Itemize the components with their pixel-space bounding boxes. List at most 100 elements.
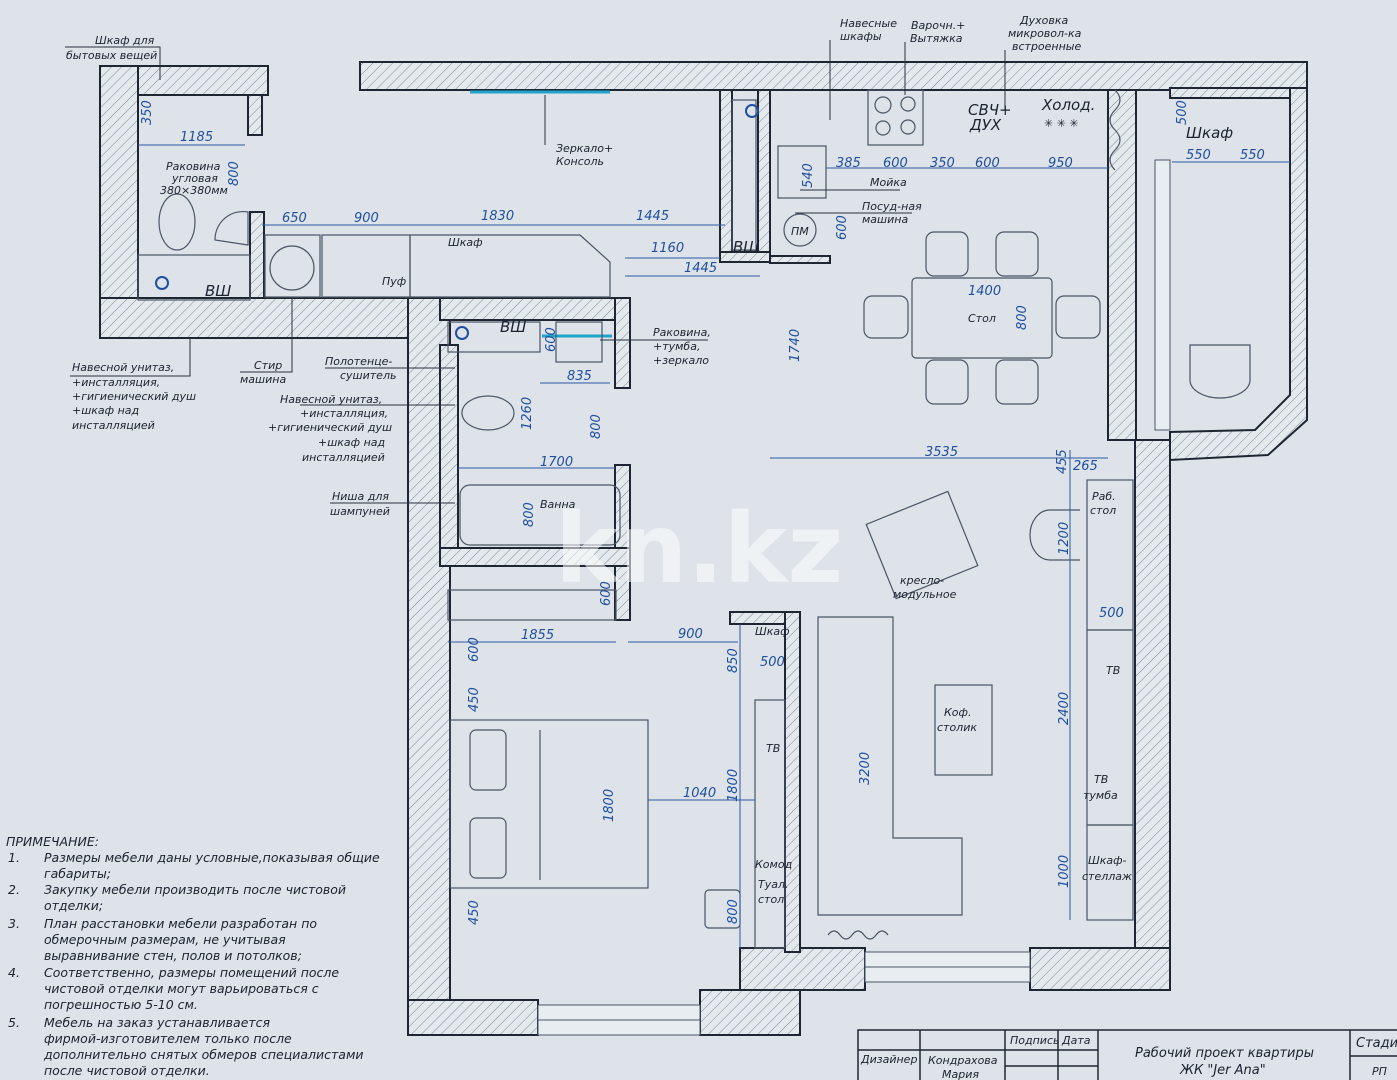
dimension: 1700: [540, 455, 573, 470]
note-line: План расстановки мебели разработан по: [44, 916, 317, 931]
windows: [537, 159, 1171, 1036]
label-tv-bedroom: ТВ: [766, 742, 780, 755]
label-niche: Ниша для: [332, 490, 389, 503]
drain-icon: [155, 276, 169, 290]
date-header: Дата: [1061, 1034, 1091, 1047]
label-wc2-3: +гигиенический душ: [268, 421, 392, 434]
armchair: [865, 490, 979, 600]
dimension: 800: [726, 899, 741, 924]
label-dishwasher-2: машина: [862, 213, 908, 226]
label-wc2-4: +шкаф над: [318, 436, 385, 449]
hob: [867, 89, 924, 146]
label-wc1-4: +шкаф над: [72, 404, 139, 417]
dimension: 350: [930, 156, 955, 171]
dimension: 600: [467, 637, 482, 662]
label-tv-living: ТВ: [1106, 664, 1120, 677]
project-title: Рабочий проект квартиры: [1135, 1046, 1314, 1061]
label-dishwasher-short: ПМ: [791, 225, 809, 238]
room-labels: Шкаф для бытовых вещей Раковина угловая …: [66, 14, 1233, 906]
label-niche-2: шампуней: [330, 505, 390, 518]
label-balcony-wardrobe: Шкаф: [1186, 124, 1233, 142]
sofa: [817, 616, 963, 916]
dimension: 1800: [726, 769, 741, 802]
note-line: фирмой-изготовителем только после: [44, 1031, 292, 1046]
dimension: 550: [1240, 148, 1265, 163]
dimension: 450: [467, 687, 482, 712]
note-line: чистовой отделки могут варьироваться с: [44, 981, 319, 996]
label-wc2: Навесной унитаз,: [280, 393, 382, 406]
label-wardrobe-household-2: бытовых вещей: [66, 49, 157, 62]
note-number: 2.: [8, 882, 20, 897]
furniture: [137, 89, 1251, 949]
label-coffee-table-2: столик: [937, 721, 977, 734]
dimension: 3200: [858, 752, 873, 785]
dining-table: [911, 277, 1053, 359]
bathtub: [459, 484, 621, 546]
dimension: 650: [282, 211, 307, 226]
label-mirror: Зеркало+: [556, 142, 613, 155]
dimension: 600: [599, 581, 614, 606]
label-bath-sink-3: +зеркало: [653, 354, 709, 367]
note-line: Соответственно, размеры помещений после: [44, 965, 339, 980]
dimension: 385: [836, 156, 861, 171]
label-wall-cabinets-2: шкафы: [840, 30, 882, 43]
note-number: 3.: [8, 916, 20, 931]
dimension: 350: [140, 100, 155, 125]
dimension: 1830: [481, 209, 514, 224]
dimension: 800: [522, 502, 537, 527]
label-vsh-bath: ВШ: [500, 318, 526, 336]
label-washer: Стир: [254, 359, 282, 372]
dimension: 1200: [1057, 522, 1072, 555]
label-dishwasher: Посуд-ная: [862, 200, 922, 213]
dimension: 500: [760, 655, 785, 670]
dimension: 835: [567, 369, 592, 384]
dimension: 1185: [180, 130, 213, 145]
label-hall-wardrobe: Шкаф: [448, 236, 483, 249]
note-line: габариты;: [44, 866, 111, 881]
dimension: 600: [544, 327, 559, 352]
label-bathtub: Ванна: [540, 498, 576, 511]
dimension: 1000: [1057, 855, 1072, 888]
dimension: 550: [1186, 148, 1211, 163]
label-coffee-table: Коф.: [944, 706, 971, 719]
label-oven: Духовка: [1019, 14, 1068, 27]
label-pouf: Пуф: [382, 275, 406, 288]
dimension: 1740: [788, 329, 803, 362]
label-shelf-2: стеллаж: [1082, 870, 1132, 883]
leader-lines: [65, 40, 1006, 504]
stage-value: РП: [1372, 1065, 1387, 1078]
dimension: 800: [1015, 305, 1030, 330]
designer-role: Дизайнер: [860, 1053, 917, 1066]
label-table: Стол: [968, 312, 996, 325]
label-towel-dryer-2: сушитель: [340, 369, 396, 382]
signature-header: Подпись: [1010, 1034, 1059, 1047]
dimension: 1855: [521, 628, 554, 643]
designer-name: Кондрахова: [928, 1054, 998, 1067]
label-vanity: Туал.: [758, 878, 789, 891]
label-microwave: СВЧ+: [968, 101, 1012, 119]
dimension: 455: [1055, 449, 1070, 474]
dimension: 800: [589, 414, 604, 439]
label-dresser: Комод: [755, 858, 792, 871]
project-subtitle: ЖК "Jer Ana": [1179, 1063, 1266, 1078]
label-tv-stand-2: тумба: [1083, 789, 1118, 802]
dimension: 1800: [602, 789, 617, 822]
dimension: 850: [726, 648, 741, 673]
notes: ПРИМЕЧАНИЕ: 1. Размеры мебели даны услов…: [6, 834, 380, 1078]
dimension: 900: [354, 211, 379, 226]
label-wc1-3: +гигиенический душ: [72, 390, 196, 403]
note-line: отделки;: [44, 898, 103, 913]
dimension: 1040: [683, 786, 716, 801]
label-towel-dryer: Полотенце-: [325, 355, 392, 368]
dimension: 500: [1099, 606, 1124, 621]
dimension: 600: [975, 156, 1000, 171]
label-wall-cabinets: Навесные: [840, 17, 897, 30]
designer-name-2: Мария: [942, 1068, 979, 1080]
dimension: 800: [227, 161, 242, 186]
dimension: 1400: [968, 284, 1001, 299]
label-hob-2: Вытяжка: [910, 32, 963, 45]
dimension: 950: [1048, 156, 1073, 171]
dimension: 1160: [651, 241, 684, 256]
dimension: 500: [1175, 100, 1190, 125]
label-vsh-kitchen: ВШ: [733, 238, 759, 256]
